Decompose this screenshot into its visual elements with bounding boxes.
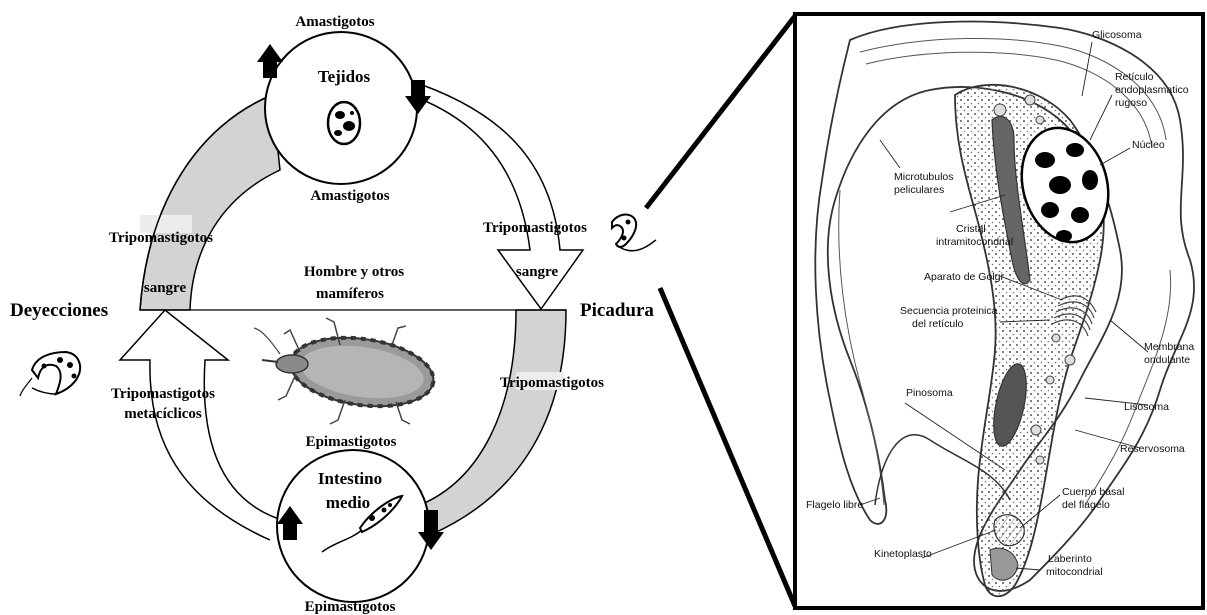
label-cristal-1: Cristal — [956, 223, 986, 235]
trypomastigote-structure-panel: Glicosoma Retículo endoplasmatico rugoso… — [795, 14, 1203, 608]
triatomine-bug-icon — [254, 318, 438, 424]
label-reticulo-1: Retículo — [1115, 71, 1154, 83]
upper-left-arrow-label: Tripomastigotos — [109, 230, 213, 246]
label-lisosoma: Lisosoma — [1124, 401, 1169, 413]
label-cuerpo-basal-1: Cuerpo basal — [1062, 486, 1124, 498]
label-glicosoma: Glicosoma — [1092, 29, 1142, 41]
label-laberinto-2: mitocondrial — [1046, 566, 1103, 578]
lower-right-arrow-label: Tripomastigotos — [500, 375, 604, 391]
lower-left-hollow-arrow — [120, 310, 282, 540]
upper-right-inner-label: sangre — [516, 264, 559, 280]
bottom-label-above: Epimastigotos — [306, 434, 397, 450]
tejidos-title: Tejidos — [318, 67, 371, 86]
center-label-line1: Hombre y otros — [304, 264, 404, 280]
intestino-title-line2: medio — [326, 493, 370, 512]
left-trypomastigote-icon — [20, 352, 80, 396]
deyecciones-label: Deyecciones — [10, 300, 108, 321]
zoom-line-top — [646, 16, 795, 208]
center-label-line2: mamíferos — [316, 286, 384, 302]
label-reservosoma: Reservosoma — [1120, 443, 1185, 455]
label-microtubulos-2: peliculares — [894, 184, 944, 196]
label-microtubulos-1: Microtubulos — [894, 171, 954, 183]
label-flagelo-libre: Flagelo libre — [806, 499, 863, 511]
label-laberinto-1: Laberinto — [1048, 553, 1092, 565]
upper-right-arrow-label: Tripomastigotos — [483, 220, 587, 236]
lower-left-arrow-label-line1: Tripomastigotos — [111, 386, 215, 402]
lower-left-arrow-label-line2: metacíclicos — [124, 406, 202, 422]
label-cristal-2: intramitocondrial — [936, 236, 1013, 248]
lower-right-band — [420, 310, 566, 535]
picadura-label: Picadura — [580, 300, 654, 321]
label-kinetoplasto: Kinetoplasto — [874, 548, 932, 560]
label-reticulo-2: endoplasmatico — [1115, 84, 1189, 96]
life-cycle-diagram: Amastigotos Tejidos Amastigotos Tripomas… — [10, 14, 656, 615]
label-cuerpo-basal-2: del flagelo — [1062, 499, 1110, 511]
label-reticulo-3: rugoso — [1115, 97, 1147, 109]
label-membrana-2: ondulante — [1144, 354, 1190, 366]
upper-left-inner-label: sangre — [144, 280, 187, 296]
amastigote-icon — [328, 102, 360, 144]
intestino-title-line1: Intestino — [318, 469, 382, 488]
label-secuencia-1: Secuencia proteinica — [900, 305, 998, 317]
right-trypomastigote-icon — [612, 215, 656, 251]
top-label-below: Amastigotos — [310, 188, 389, 204]
label-pinosoma: Pinosoma — [906, 387, 953, 399]
top-label-above: Amastigotos — [295, 14, 374, 30]
label-secuencia-2: del retículo — [912, 318, 964, 330]
bottom-label-below: Epimastigotos — [305, 599, 396, 615]
label-golgi: Aparato de Golgi — [924, 271, 1003, 283]
label-nucleo: Núcleo — [1132, 139, 1165, 151]
zoom-line-bottom — [660, 288, 795, 606]
label-membrana-1: Membrana — [1144, 341, 1194, 353]
kinetoplast-shape — [994, 515, 1024, 546]
upper-left-band — [140, 95, 280, 310]
